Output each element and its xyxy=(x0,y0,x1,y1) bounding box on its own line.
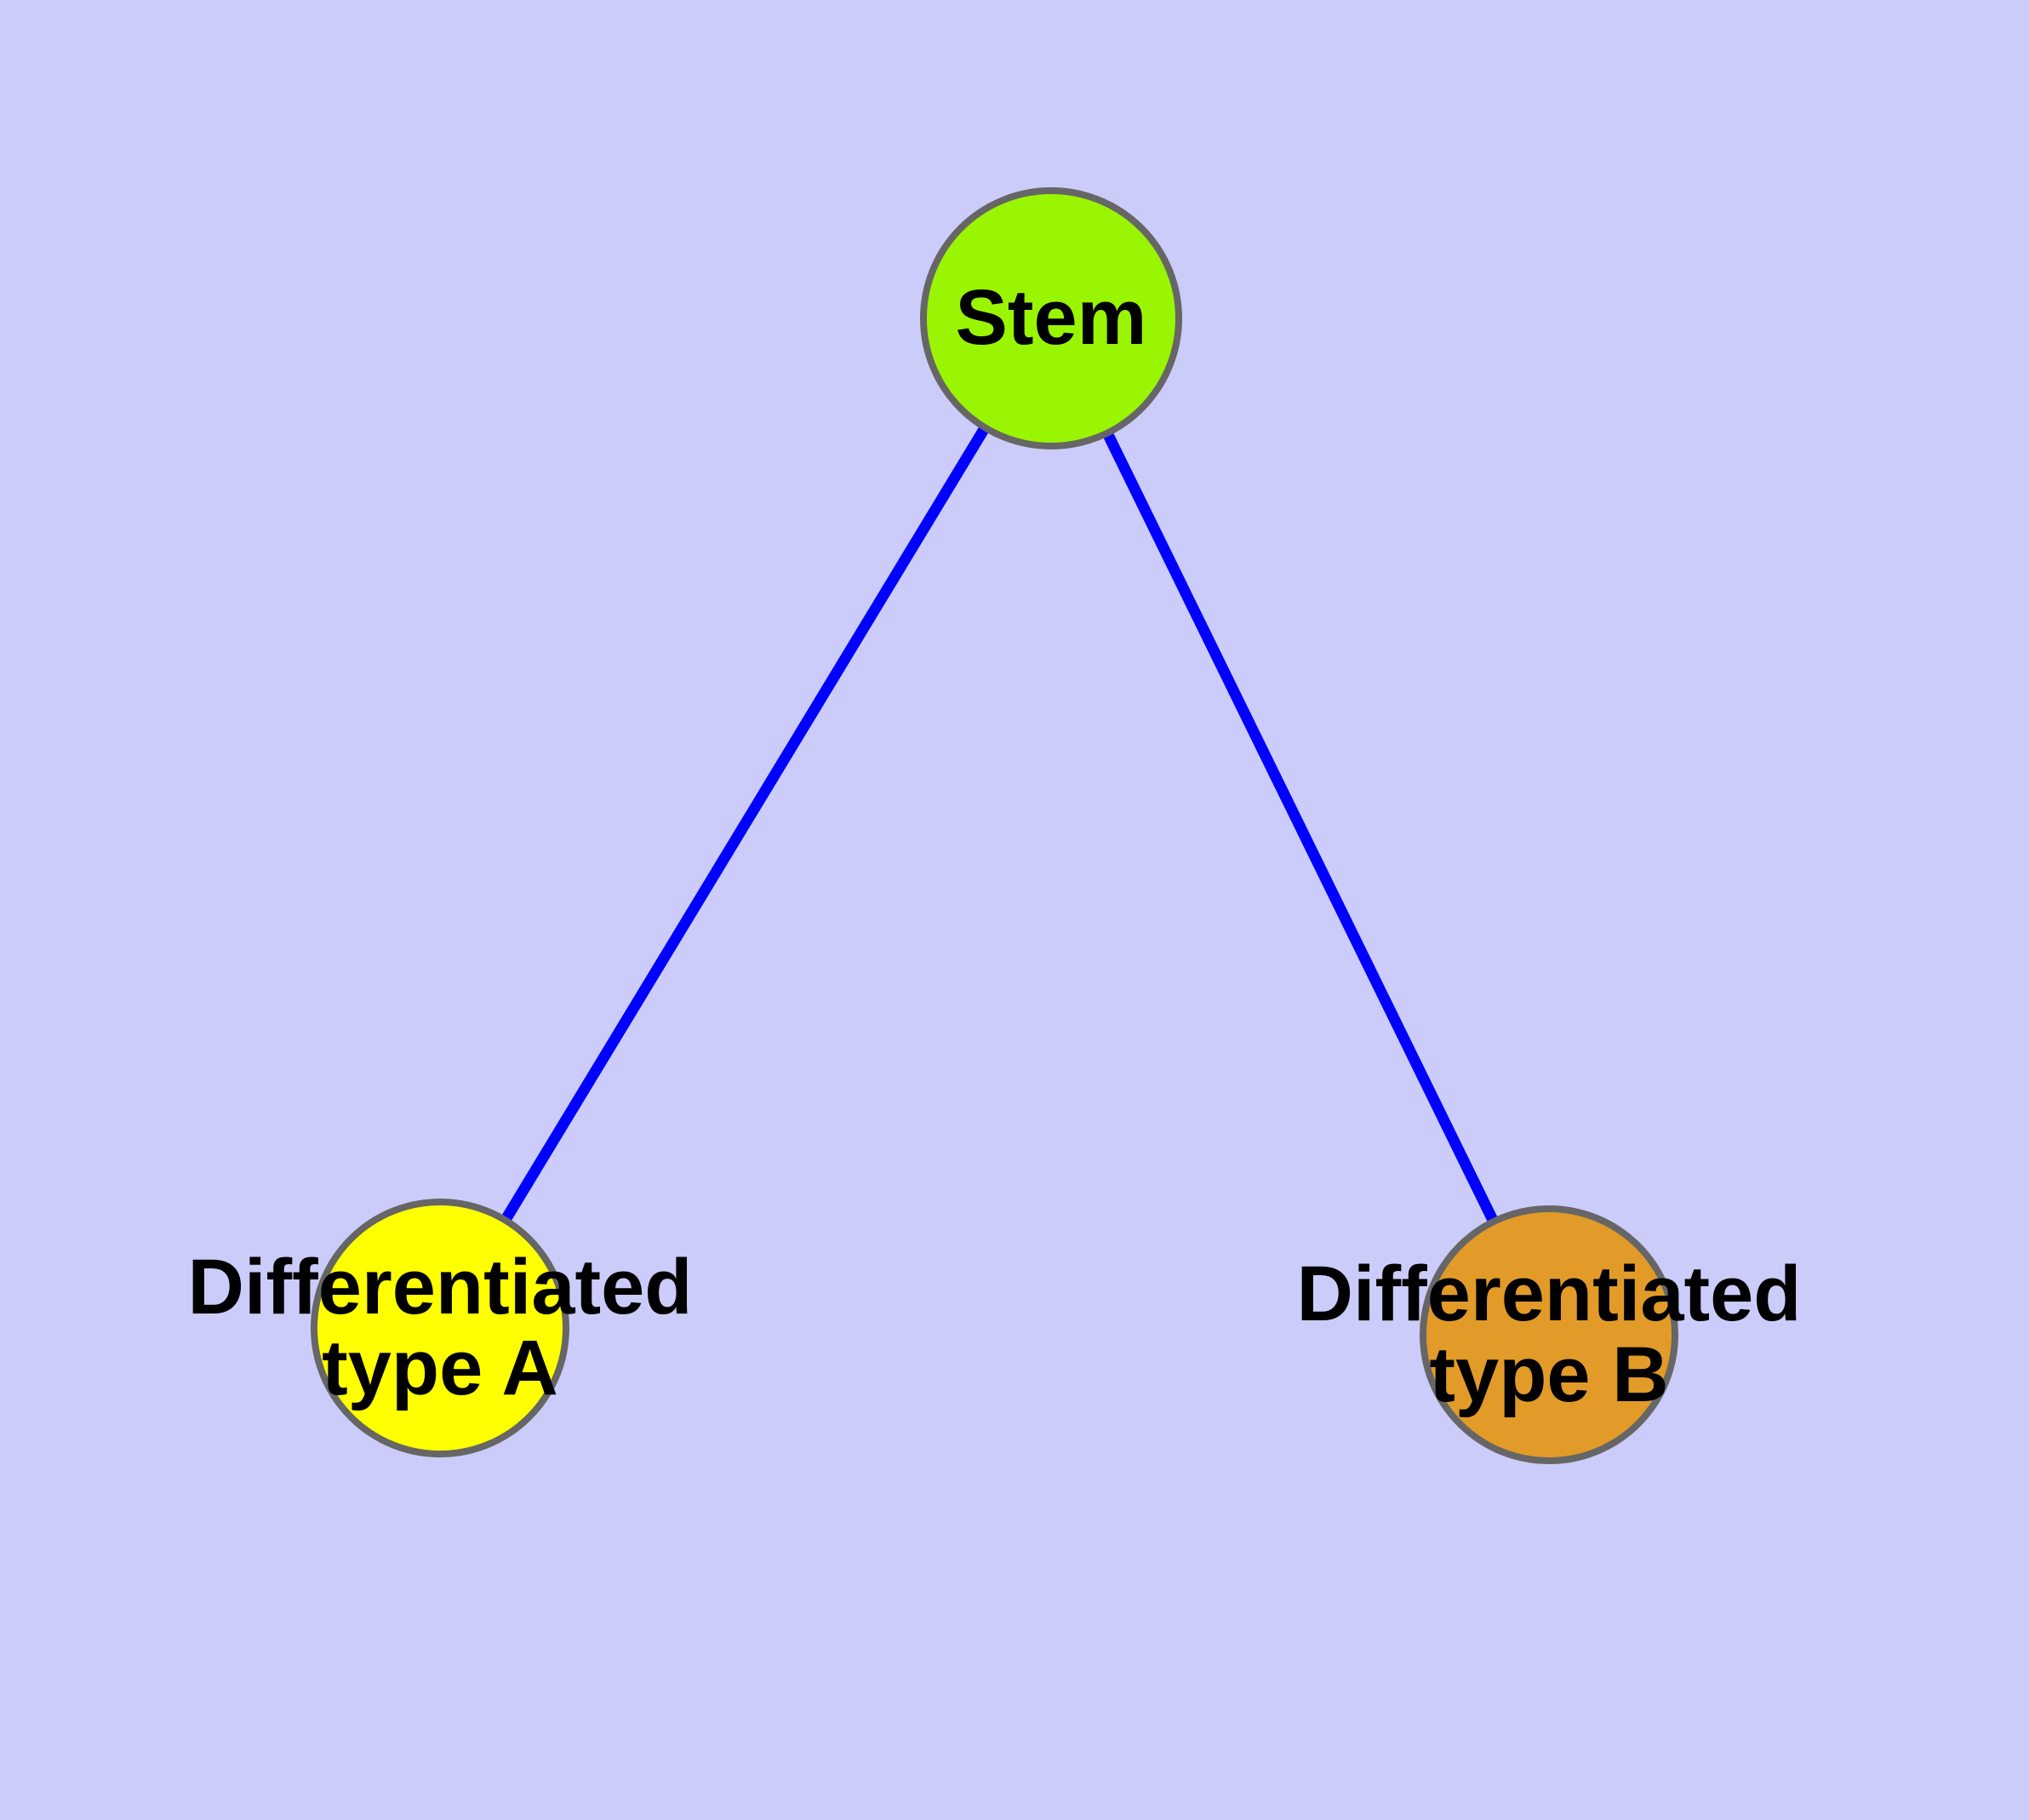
node-differentiated-type-b-circle[interactable] xyxy=(1420,1205,1678,1464)
node-differentiated-type-a-circle[interactable] xyxy=(311,1199,569,1457)
edge-stem-to-differentiated-type-a[interactable] xyxy=(500,423,991,1225)
edge-stem-to-differentiated-type-b[interactable] xyxy=(1101,429,1500,1226)
edge-layer xyxy=(500,423,1500,1226)
node-layer xyxy=(311,187,1678,1464)
node-stem-circle[interactable] xyxy=(920,187,1182,449)
